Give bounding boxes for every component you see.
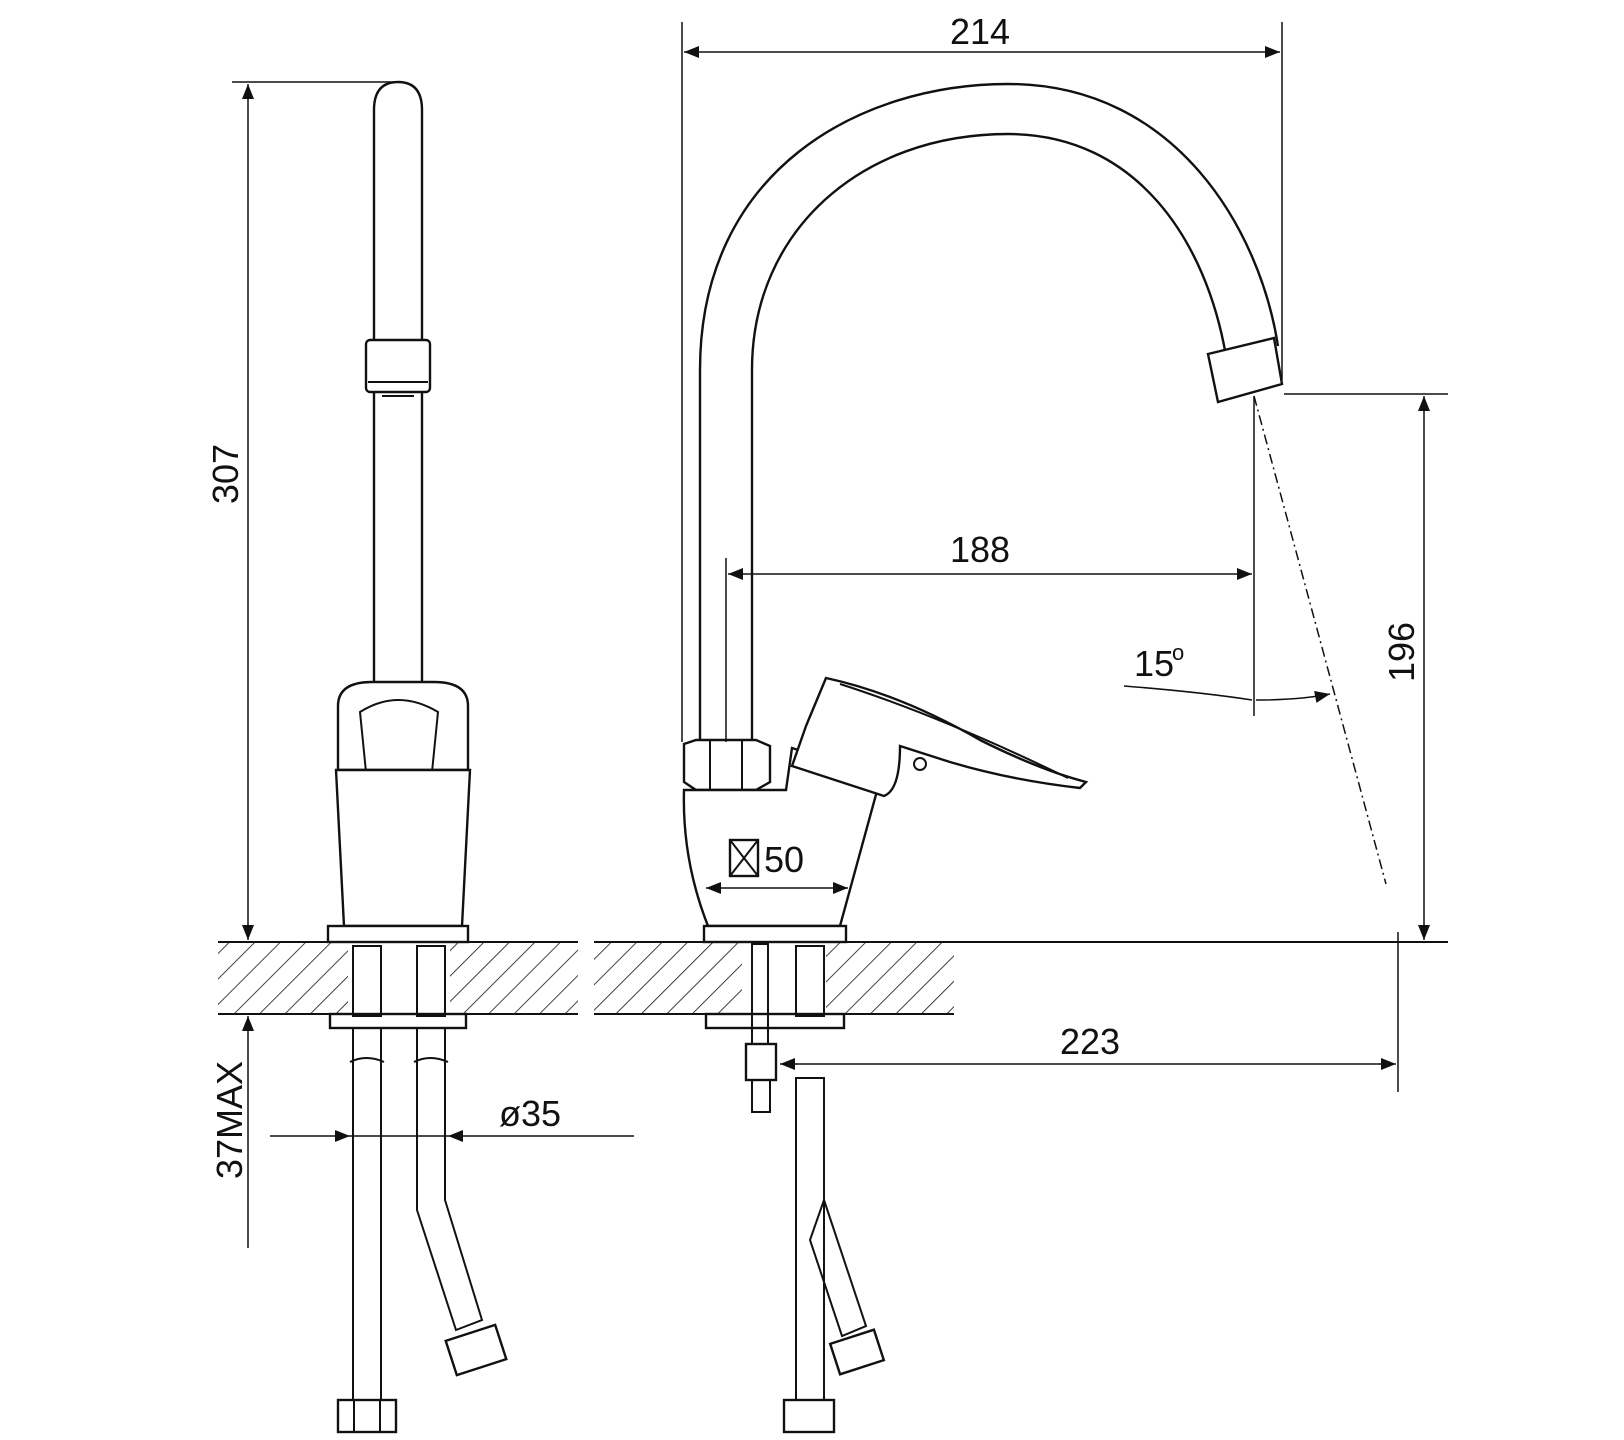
dim-base-size: 50 [764,839,804,880]
gooseneck-spout [698,82,1280,742]
spout-nut [682,738,772,792]
dim-below-counter: 37MAX [209,1061,250,1179]
dim-hose-length: 223 [1060,1021,1120,1062]
aerator-front [1206,336,1284,404]
dim-spout-reach-outer: 214 [950,11,1010,52]
dim-swivel-angle: 15 [1134,643,1174,684]
dim-total-height: 307 [205,444,246,504]
lever-handle-side [336,680,470,772]
dim-swivel-angle-unit: o [1172,640,1184,665]
hoses-front [782,945,886,1434]
mounting-stud [744,943,778,1113]
washer-side [328,1012,468,1030]
dim-hose-diameter: ø35 [499,1093,561,1134]
dim-outlet-height: 196 [1381,622,1422,682]
washer-front [704,1012,846,1030]
base-plate-front [702,924,848,944]
dim-spout-reach-inner: 188 [950,529,1010,570]
mixer-body-side [334,768,472,928]
side-view: 307 37MAX ø35 [205,80,634,1434]
hoses-side [336,945,508,1434]
aerator-side [364,338,432,394]
square-symbol [728,838,760,878]
front-view: 214 188 15 o 196 50 223 [594,11,1448,1434]
lever-handle-front [790,676,1089,798]
base-plate-side [326,924,470,944]
